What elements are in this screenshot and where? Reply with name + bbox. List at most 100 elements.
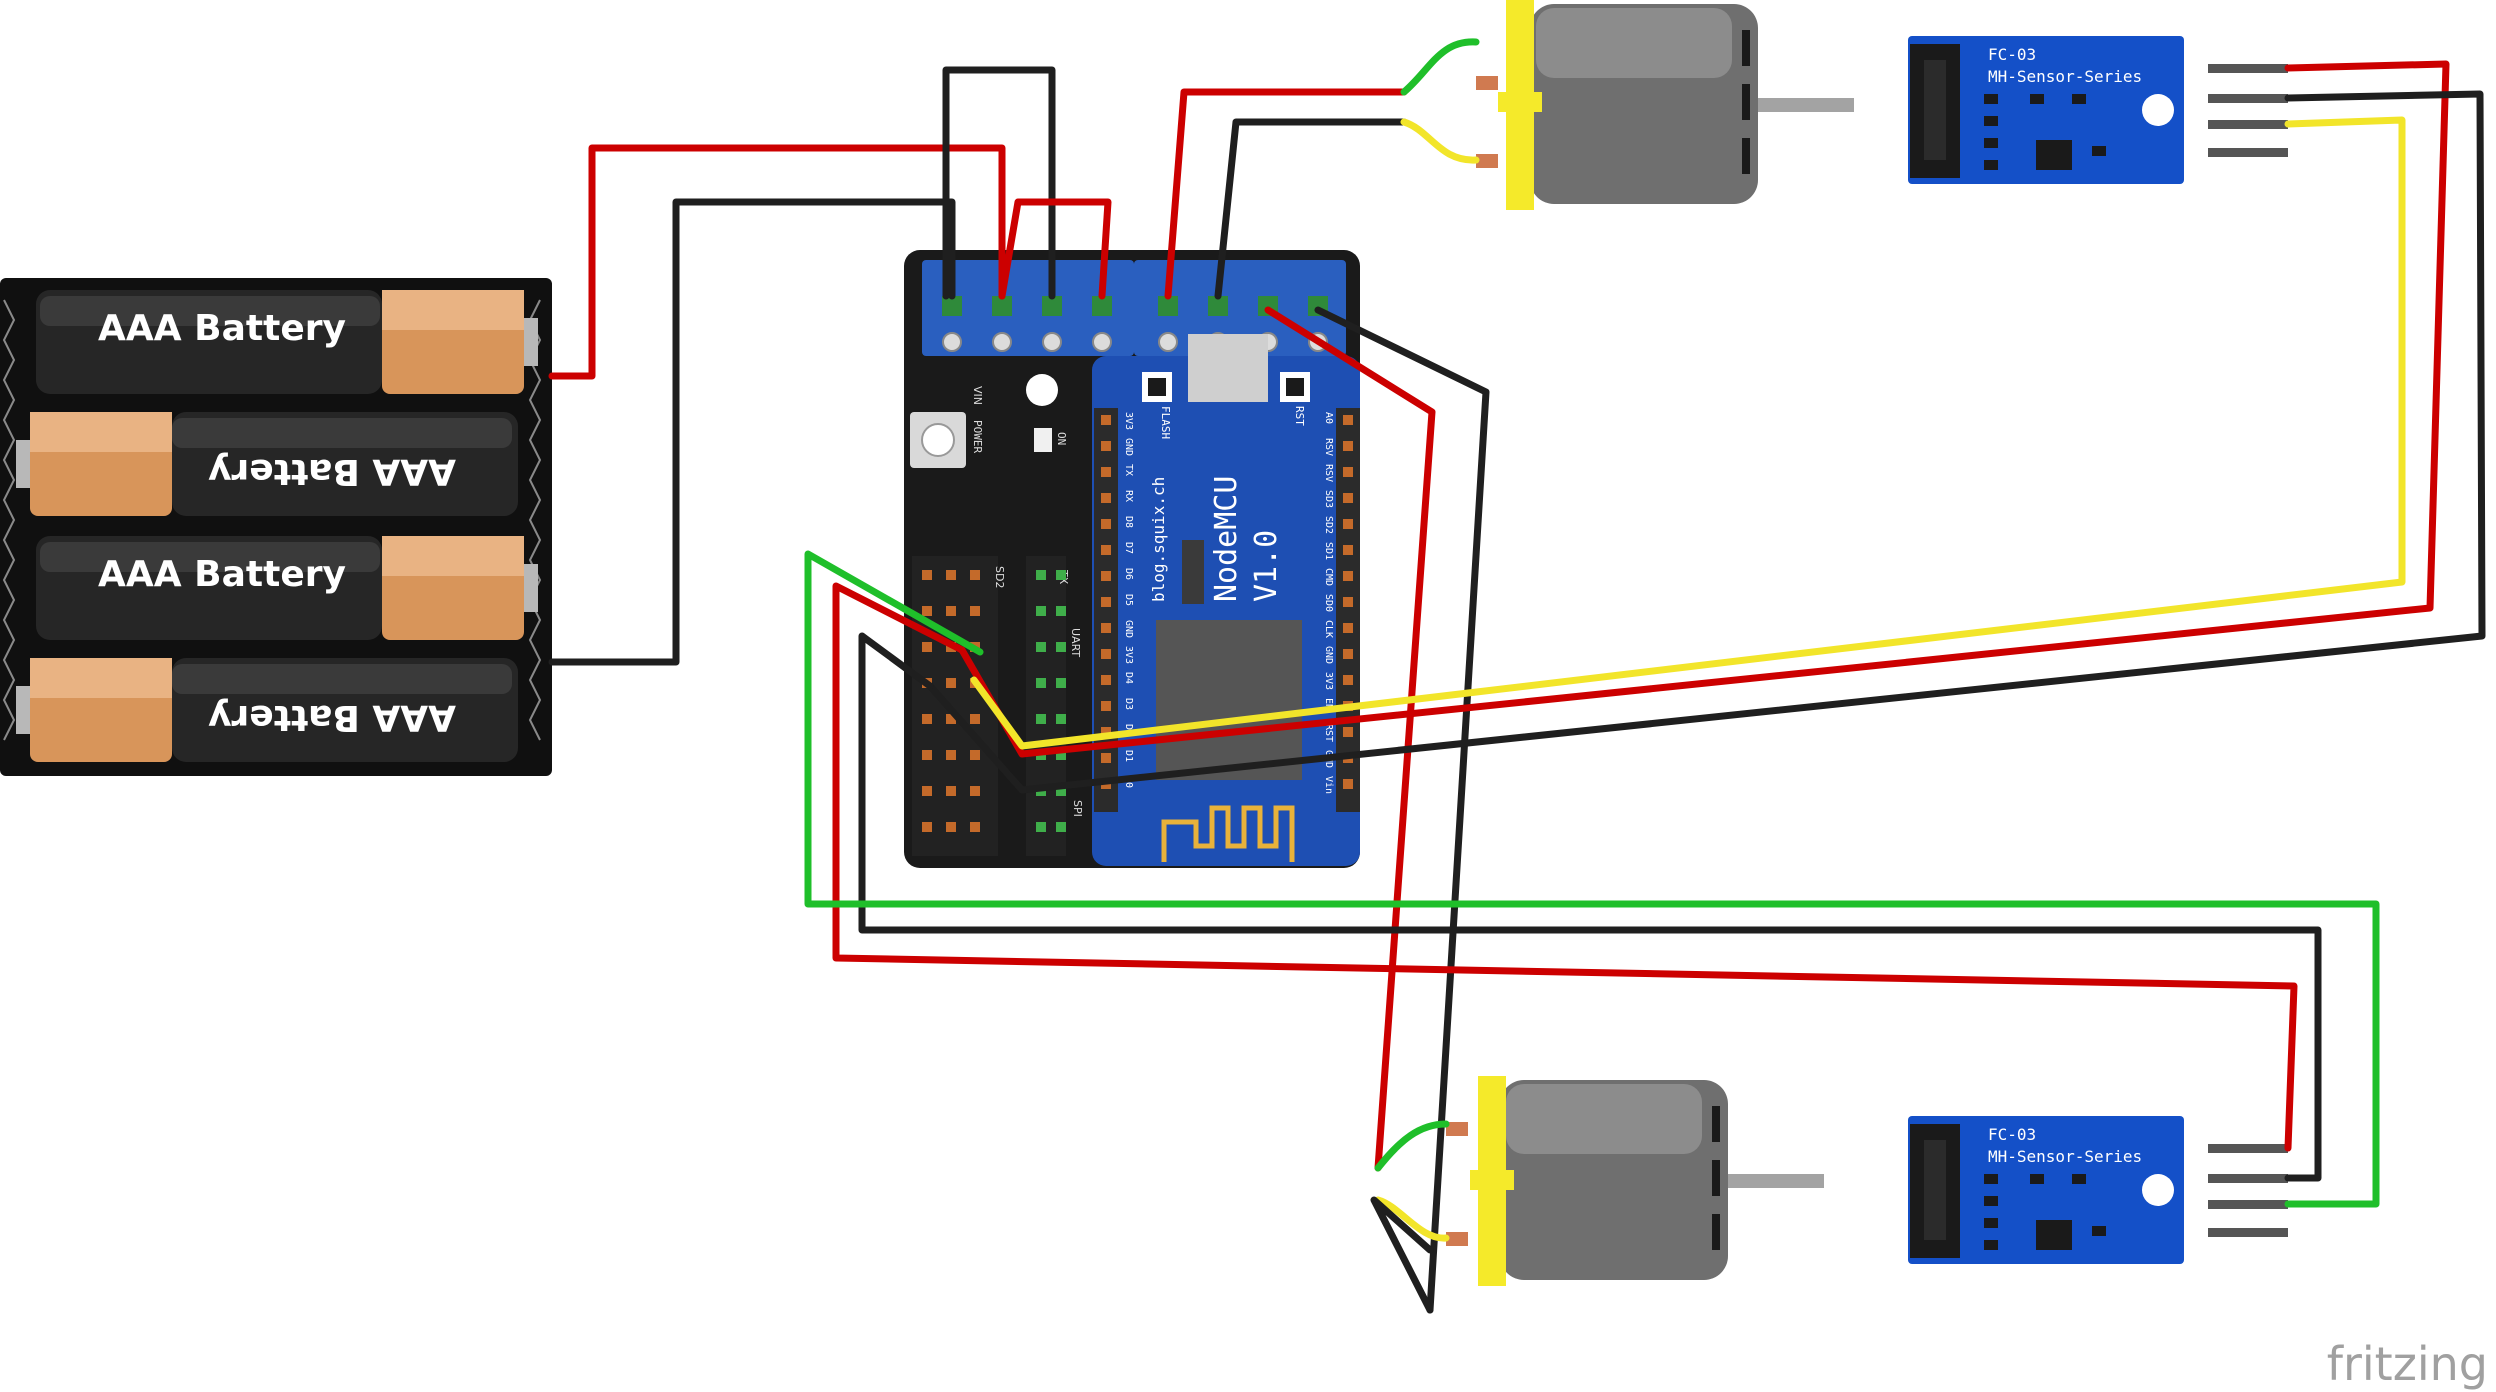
nodemcu-pin-label: D8 xyxy=(1123,516,1134,528)
wire-motor-bottom-black-tail xyxy=(1370,1196,1434,1314)
wire-battery-positive xyxy=(548,144,1006,380)
esp-module xyxy=(1156,620,1302,780)
nodemcu-pin xyxy=(1101,441,1111,451)
wire-motor-bottom-green xyxy=(1374,1120,1450,1172)
shield-pin xyxy=(946,714,956,724)
shield-pin xyxy=(922,606,932,616)
nodemcu-pin-label: D5 xyxy=(1123,594,1134,606)
nodemcu-pin xyxy=(1343,441,1353,451)
nodemcu-pin xyxy=(1101,701,1111,711)
nodemcu-pin xyxy=(1101,597,1111,607)
nodemcu-pin-label: SD2 xyxy=(1323,516,1334,534)
nodemcu-pin xyxy=(1343,571,1353,581)
nodemcu-pin-label: EN xyxy=(1323,698,1334,710)
nodemcu-pin-label: SD3 xyxy=(1323,490,1334,508)
shield-pin xyxy=(922,570,932,580)
shield-pin xyxy=(1056,570,1066,580)
shield-pin xyxy=(946,786,956,796)
nodemcu-pin xyxy=(1101,415,1111,425)
shield-pin xyxy=(1036,606,1046,616)
shield-pin xyxy=(1036,714,1046,724)
nodemcu-site: blog.squix.ch xyxy=(1149,477,1168,602)
nodemcu-pin-label: CLK xyxy=(1323,620,1334,638)
usb-connector xyxy=(1188,334,1268,402)
nodemcu-pin xyxy=(1343,675,1353,685)
shield-pin xyxy=(946,750,956,760)
nodemcu-pin xyxy=(1343,415,1353,425)
shield-pin xyxy=(970,822,980,832)
wire-sensor-bottom-gnd xyxy=(858,632,2322,1182)
on-switch[interactable] xyxy=(1034,428,1052,452)
nodemcu-pin xyxy=(1101,727,1111,737)
power-label: POWER xyxy=(971,420,984,453)
nodemcu-pin xyxy=(1343,779,1353,789)
svg-text:GND: GND xyxy=(2191,78,2205,106)
nodemcu-pin-label: RX xyxy=(1123,490,1134,502)
nodemcu-pin-label: SD0 xyxy=(1323,594,1334,612)
sensor-bottom-hole xyxy=(2142,1174,2174,1206)
shield-pin xyxy=(1056,714,1066,724)
nodemcu-pin-label: 3V3 xyxy=(1323,672,1334,690)
svg-text:D0: D0 xyxy=(2191,1195,2205,1212)
antenna-trace xyxy=(1161,805,1295,862)
esp-chip-led xyxy=(1182,540,1204,604)
nodemcu-pin-label: RSV xyxy=(1323,464,1334,482)
nodemcu-pin-label: D4 xyxy=(1123,672,1134,684)
sensor-bottom-series: MH-Sensor-Series xyxy=(1988,1147,2142,1166)
shield-pin xyxy=(1036,822,1046,832)
wire-sensor-top-d0 xyxy=(970,116,2406,750)
power-led xyxy=(1026,374,1058,406)
nodemcu-pin xyxy=(1101,649,1111,659)
nodemcu-pin-label: SD1 xyxy=(1323,542,1334,560)
svg-text:SD2: SD2 xyxy=(993,566,1006,588)
wire-motor-top-yellow xyxy=(1400,118,1480,164)
nodemcu-pin-label: GND xyxy=(1323,646,1334,664)
nodemcu-pin xyxy=(1101,623,1111,633)
nodemcu-pin-label: GND xyxy=(1123,620,1134,638)
shield-pin xyxy=(1036,678,1046,688)
rst-button-cap xyxy=(1286,378,1304,396)
nodemcu-pin-label: CMD xyxy=(1323,568,1334,586)
on-label: ON xyxy=(1055,432,1068,445)
dc-motor-top xyxy=(1476,0,1854,210)
nodemcu-pin-label: D1 xyxy=(1123,750,1134,762)
shield-pin xyxy=(970,606,980,616)
shield-pin xyxy=(1056,822,1066,832)
flash-label: FLASH xyxy=(1159,406,1172,439)
sensor-bottom-pin-labels: A0 D0 GND VCC xyxy=(2191,1131,2205,1242)
ir-sensor-bottom: FC-03 MH-Sensor-Series A0 D0 GND VCC xyxy=(1908,1116,2288,1264)
nodemcu-version: V1.0 xyxy=(1249,530,1284,602)
battery-pack: AAA Battery AAA Battery AAA Battery xyxy=(0,278,552,776)
battery-cell-2: AAA Battery xyxy=(16,412,518,516)
shield-pin xyxy=(946,822,956,832)
power-button-cap xyxy=(921,423,955,457)
shield-pin xyxy=(1056,678,1066,688)
wire-jumper-red xyxy=(998,198,1112,300)
svg-text:D0: D0 xyxy=(2191,115,2205,132)
svg-text:A0: A0 xyxy=(2191,146,2205,162)
wire-sensor-bottom-vcc xyxy=(832,582,2298,1152)
rst-label: RST xyxy=(1293,406,1306,426)
nodemcu-pin-label: Vin xyxy=(1323,776,1334,794)
nodemcu-pin-label: 3V3 xyxy=(1123,412,1134,430)
nodemcu-pin xyxy=(1101,493,1111,503)
fritzing-watermark: fritzing xyxy=(2327,1337,2488,1391)
shield-pin xyxy=(922,822,932,832)
shield-pin xyxy=(946,570,956,580)
shield-pin xyxy=(970,786,980,796)
shield-pin xyxy=(946,606,956,616)
nodemcu-pin-label: A0 xyxy=(1323,412,1334,424)
nodemcu-pin-label: TX xyxy=(1123,464,1134,476)
nodemcu-pin xyxy=(1343,467,1353,477)
nodemcu-pin-label: GND xyxy=(1123,438,1134,456)
svg-text:A0: A0 xyxy=(2191,1226,2205,1242)
nodemcu-pin xyxy=(1343,545,1353,555)
sensor-top-pin-labels: A0 D0 GND VCC xyxy=(2191,51,2205,162)
nodemcu-title: NodeMCU xyxy=(1209,476,1244,602)
nodemcu-pin xyxy=(1343,519,1353,529)
nodemcu-pin xyxy=(1101,519,1111,529)
terminal-block-left xyxy=(922,260,1134,356)
battery-cell-3: AAA Battery xyxy=(36,536,538,640)
shield-pin xyxy=(1056,606,1066,616)
